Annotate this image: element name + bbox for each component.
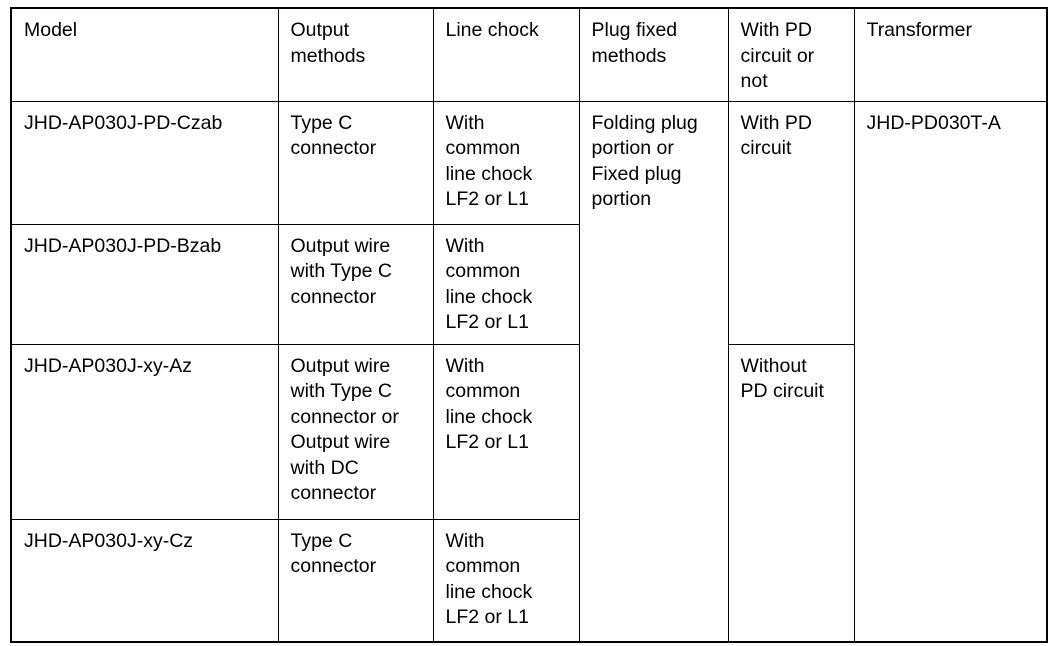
cell-line-chock: With common line chock LF2 or L1 (432, 518, 580, 643)
column-header-transformer: Transformer (853, 7, 1048, 102)
cell-output-methods: Output wire with Type C connector (277, 223, 434, 345)
cell-output-methods: Type C connector (277, 518, 434, 643)
table-header-row: Model Output methods Line chock Plug fix… (10, 7, 1048, 102)
cell-model: JHD-AP030J-xy-Az (10, 343, 279, 520)
cell-line-chock: With common line chock LF2 or L1 (432, 223, 580, 345)
table-row: JHD-AP030J-PD-Bzab Output wire with Type… (10, 223, 1047, 345)
cell-plug-fixed-methods: Folding plug portion or Fixed plug porti… (578, 100, 729, 643)
cell-model: JHD-AP030J-PD-Czab (10, 100, 279, 225)
model-specification-table: Model Output methods Line chock Plug fix… (10, 7, 1048, 643)
table-row: JHD-AP030J-PD-Czab Type C connector With… (10, 100, 1048, 643)
cell-model: JHD-AP030J-xy-Cz (10, 518, 279, 643)
column-header-output-methods: Output methods (277, 7, 434, 102)
cell-model: JHD-AP030J-PD-Bzab (10, 223, 279, 345)
table-row: JHD-AP030J-xy-Az Output wire with Type C… (10, 343, 1047, 643)
cell-without-pd-circuit: Without PD circuit (727, 343, 855, 643)
cell-line-chock: With common line chock LF2 or L1 (432, 100, 580, 225)
table-row: JHD-AP030J-xy-Cz Type C connector With c… (10, 518, 1047, 643)
column-header-model: Model (10, 7, 279, 102)
cell-output-methods: Output wire with Type C connector or Out… (277, 343, 434, 520)
cell-output-methods: Type C connector (277, 100, 434, 225)
column-header-line-chock: Line chock (432, 7, 580, 102)
column-header-with-pd-circuit-or-not: With PD circuit or not (727, 7, 855, 102)
cell-transformer: JHD-PD030T-A (853, 100, 1048, 643)
cell-line-chock: With common line chock LF2 or L1 (432, 343, 580, 520)
column-header-plug-fixed-methods: Plug fixed methods (578, 7, 729, 102)
cell-with-pd-circuit: With PD circuit (727, 100, 855, 345)
